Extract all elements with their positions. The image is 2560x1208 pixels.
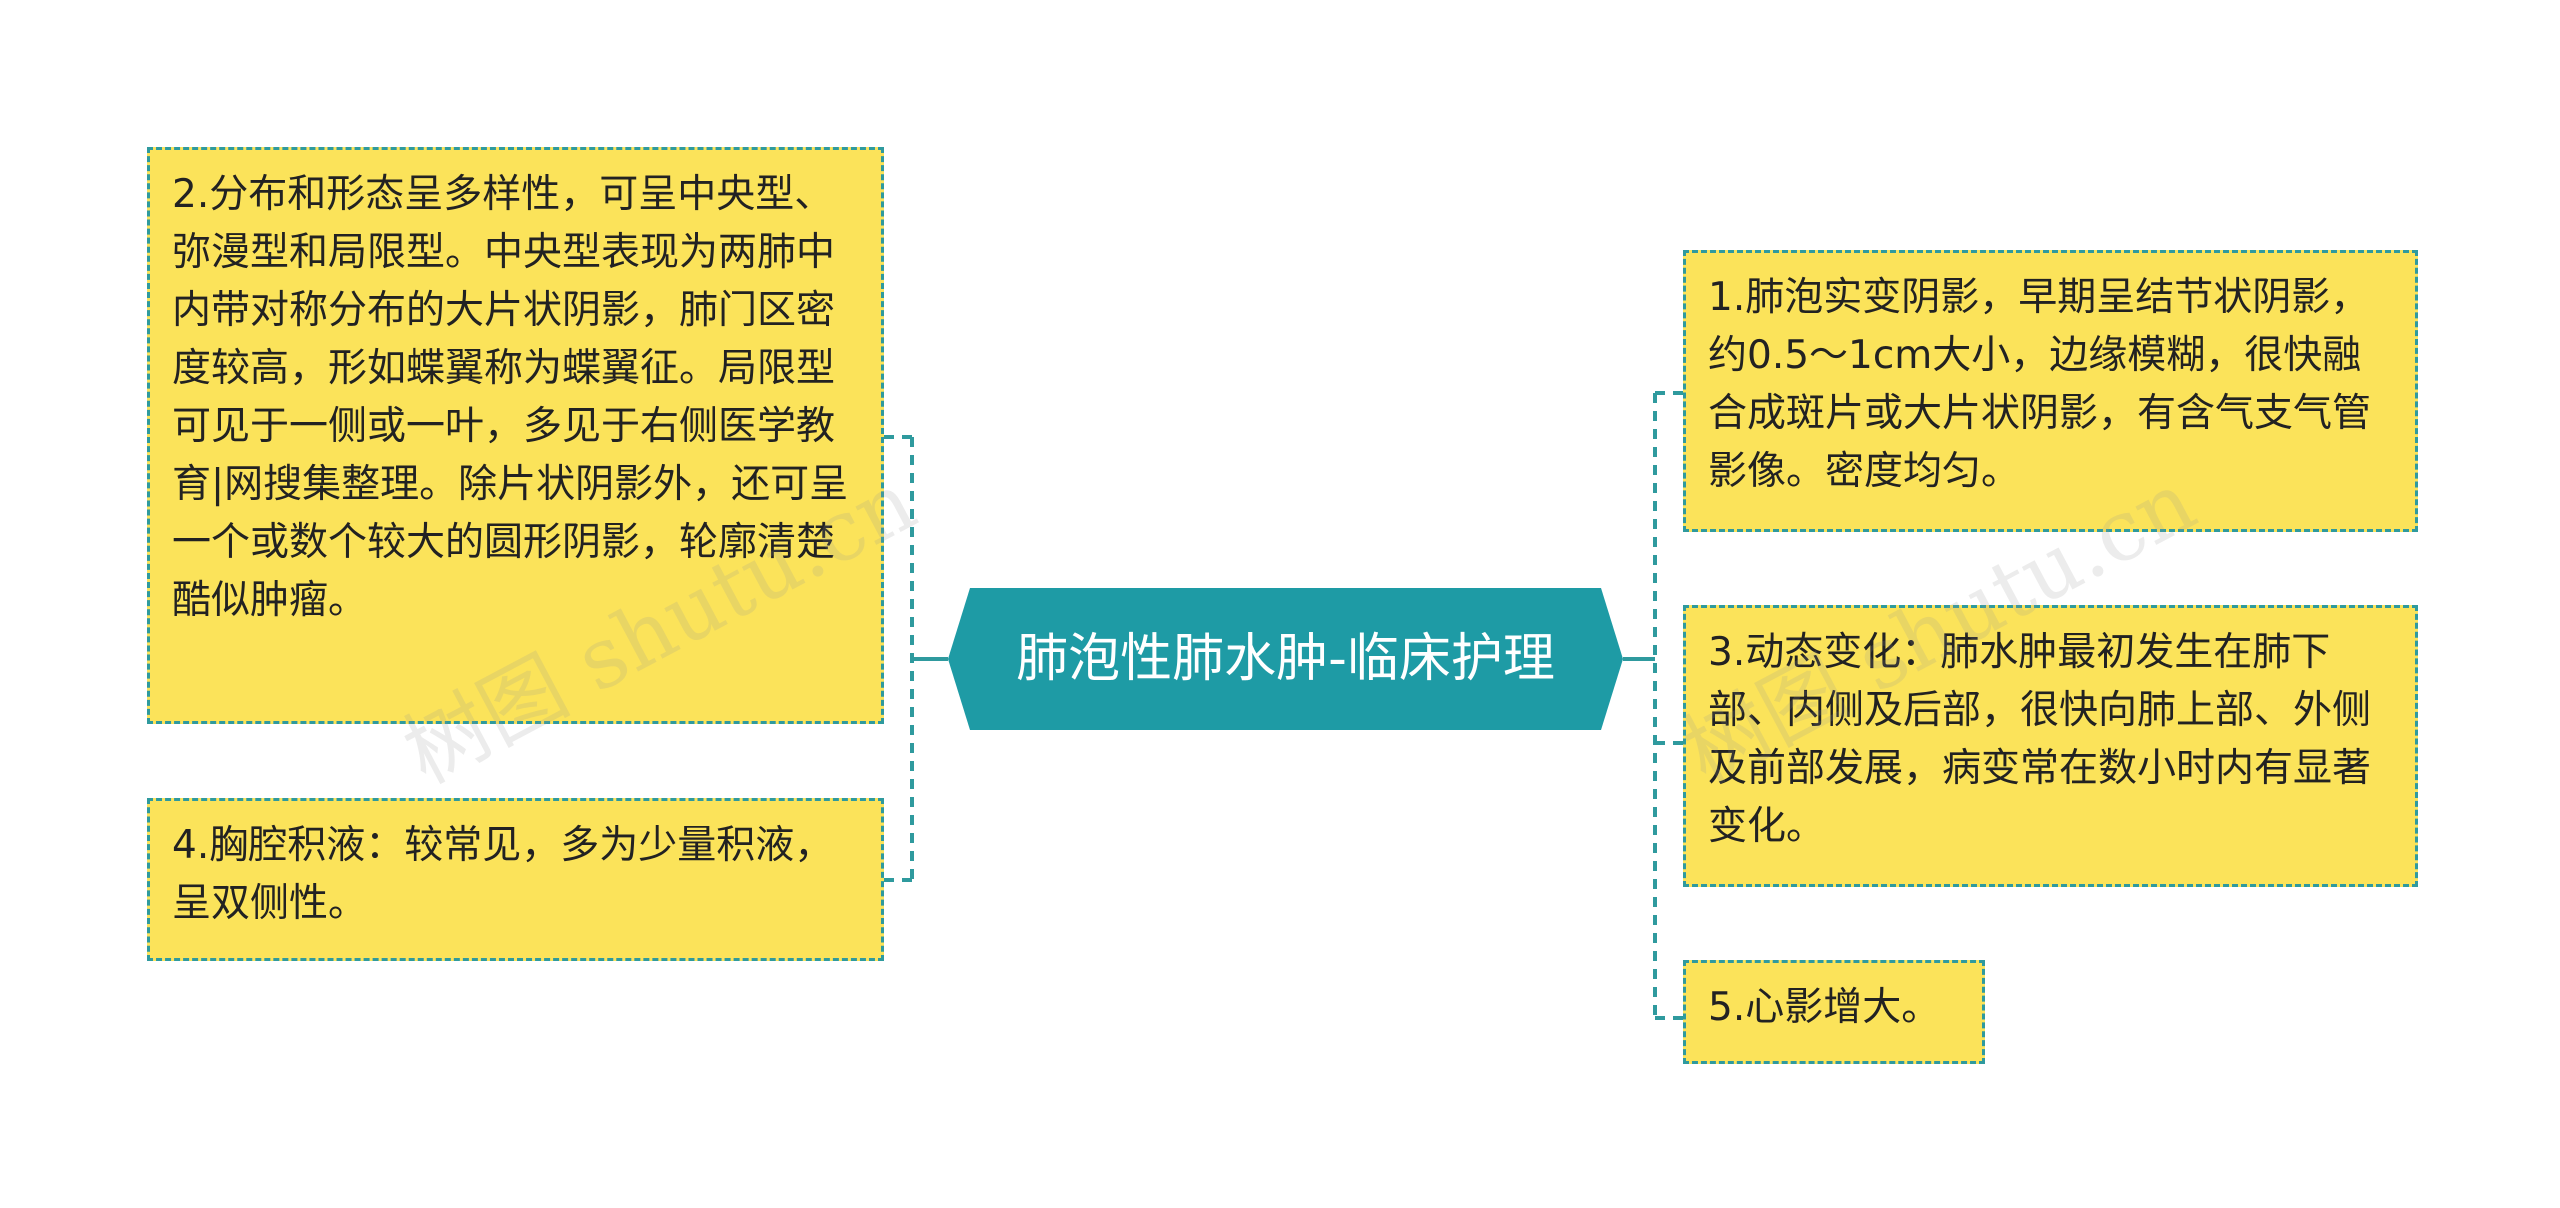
topic-text: 2.分布和形态呈多样性，可呈中央型、弥漫型和局限型。中央型表现为两肺中内带对称分… <box>172 172 849 623</box>
central-topic-title: 肺泡性肺水肿-临床护理 <box>1016 629 1555 689</box>
topic-text: 4.胸腔积液：较常见，多为少量积液，呈双侧性。 <box>172 823 834 926</box>
central-topic-shape <box>948 588 1623 730</box>
topic-pleural-effusion[interactable]: 4.胸腔积液：较常见，多为少量积液，呈双侧性。 <box>147 798 884 961</box>
topic-enlarged-heart-shadow[interactable]: 5.心影增大。 <box>1683 960 1985 1064</box>
topic-text: 1.肺泡实变阴影，早期呈结节状阴影，约0.5～1cm大小，边缘模糊，很快融合成斑… <box>1708 275 2372 494</box>
topic-dynamic-change[interactable]: 3.动态变化：肺水肿最初发生在肺下部、内侧及后部，很快向肺上部、外侧及前部发展，… <box>1683 605 2418 887</box>
topic-text: 3.动态变化：肺水肿最初发生在肺下部、内侧及后部，很快向肺上部、外侧及前部发展，… <box>1708 630 2372 849</box>
topic-alveolar-consolidation[interactable]: 1.肺泡实变阴影，早期呈结节状阴影，约0.5～1cm大小，边缘模糊，很快融合成斑… <box>1683 250 2418 532</box>
topic-text: 5.心影增大。 <box>1708 985 1941 1030</box>
topic-distribution-morphology[interactable]: 2.分布和形态呈多样性，可呈中央型、弥漫型和局限型。中央型表现为两肺中内带对称分… <box>147 147 884 724</box>
central-topic[interactable]: 肺泡性肺水肿-临床护理 <box>948 588 1623 730</box>
